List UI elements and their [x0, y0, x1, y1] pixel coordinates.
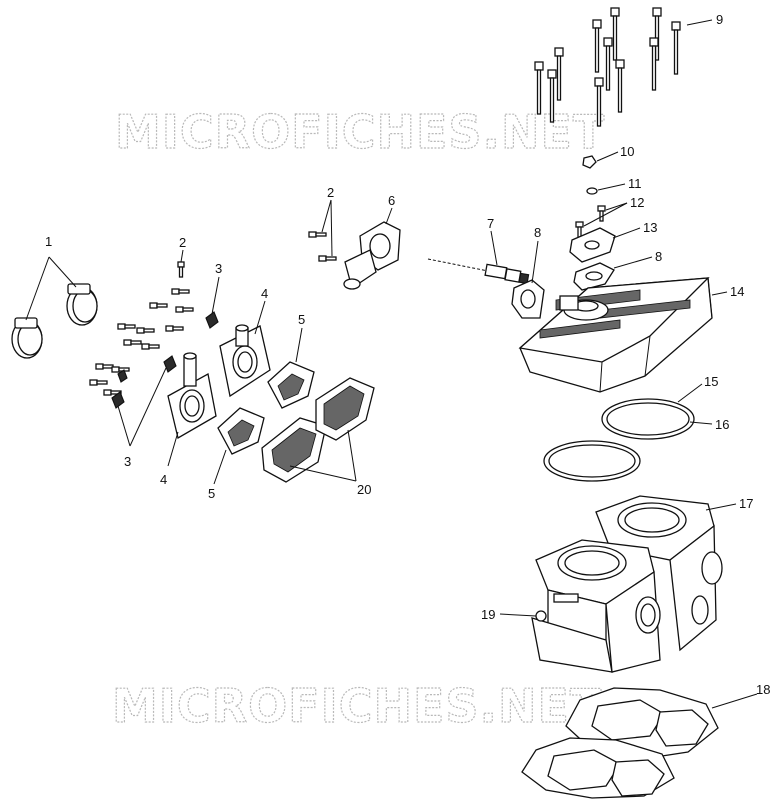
callout-2-lower: 2: [179, 235, 186, 250]
watermark-top: MICROFICHES.NET: [115, 105, 605, 159]
base-gaskets-18: [521, 687, 719, 799]
callout-8-upper: 8: [655, 249, 662, 264]
cylinder-front: [531, 539, 661, 673]
intake-manifold-upper: [219, 324, 271, 398]
callout-1: 1: [45, 234, 52, 249]
spacer-5-lower: [217, 407, 265, 455]
callout-20: 20: [357, 482, 371, 497]
callout-5-lower: 5: [208, 486, 215, 501]
callout-4-upper: 4: [261, 286, 268, 301]
hose-clamps: [11, 283, 98, 359]
callout-8-lower: 8: [534, 225, 541, 240]
callout-5-upper: 5: [298, 312, 305, 327]
spacer-5-upper: [267, 361, 315, 409]
fitting-10: [582, 155, 597, 169]
callout-18: 18: [756, 682, 770, 697]
water-fitting-6: [343, 221, 401, 290]
callout-15: 15: [704, 374, 718, 389]
cylinder-rear: [595, 495, 723, 652]
callout-9: 9: [716, 12, 723, 27]
callout-16: 16: [715, 417, 729, 432]
callout-4-lower: 4: [160, 472, 167, 487]
callout-11: 11: [628, 176, 642, 191]
callout-3-lower: 3: [124, 454, 131, 469]
callout-7: 7: [487, 216, 494, 231]
washer-11: [586, 187, 598, 195]
callout-17: 17: [739, 496, 753, 511]
callout-2-upper: 2: [327, 185, 334, 200]
watermark-bottom: MICROFICHES.NET: [112, 679, 602, 733]
callout-13: 13: [643, 220, 657, 235]
callout-19: 19: [481, 607, 495, 622]
clips-3: [111, 311, 219, 409]
head-gasket-16: [543, 440, 641, 482]
callout-12: 12: [630, 195, 644, 210]
callout-10: 10: [620, 144, 634, 159]
head-gasket-15: [601, 398, 695, 440]
screws-2-lower: [89, 261, 194, 396]
callout-14: 14: [730, 284, 744, 299]
callout-3-upper: 3: [215, 261, 222, 276]
screws-2-upper: [308, 231, 337, 262]
callout-6: 6: [388, 193, 395, 208]
spark-plug: [427, 258, 530, 285]
head-bolts: [534, 7, 681, 127]
reed-valves: [261, 377, 375, 483]
intake-manifold-lower: [167, 352, 217, 440]
cylinder-head: [518, 277, 713, 393]
